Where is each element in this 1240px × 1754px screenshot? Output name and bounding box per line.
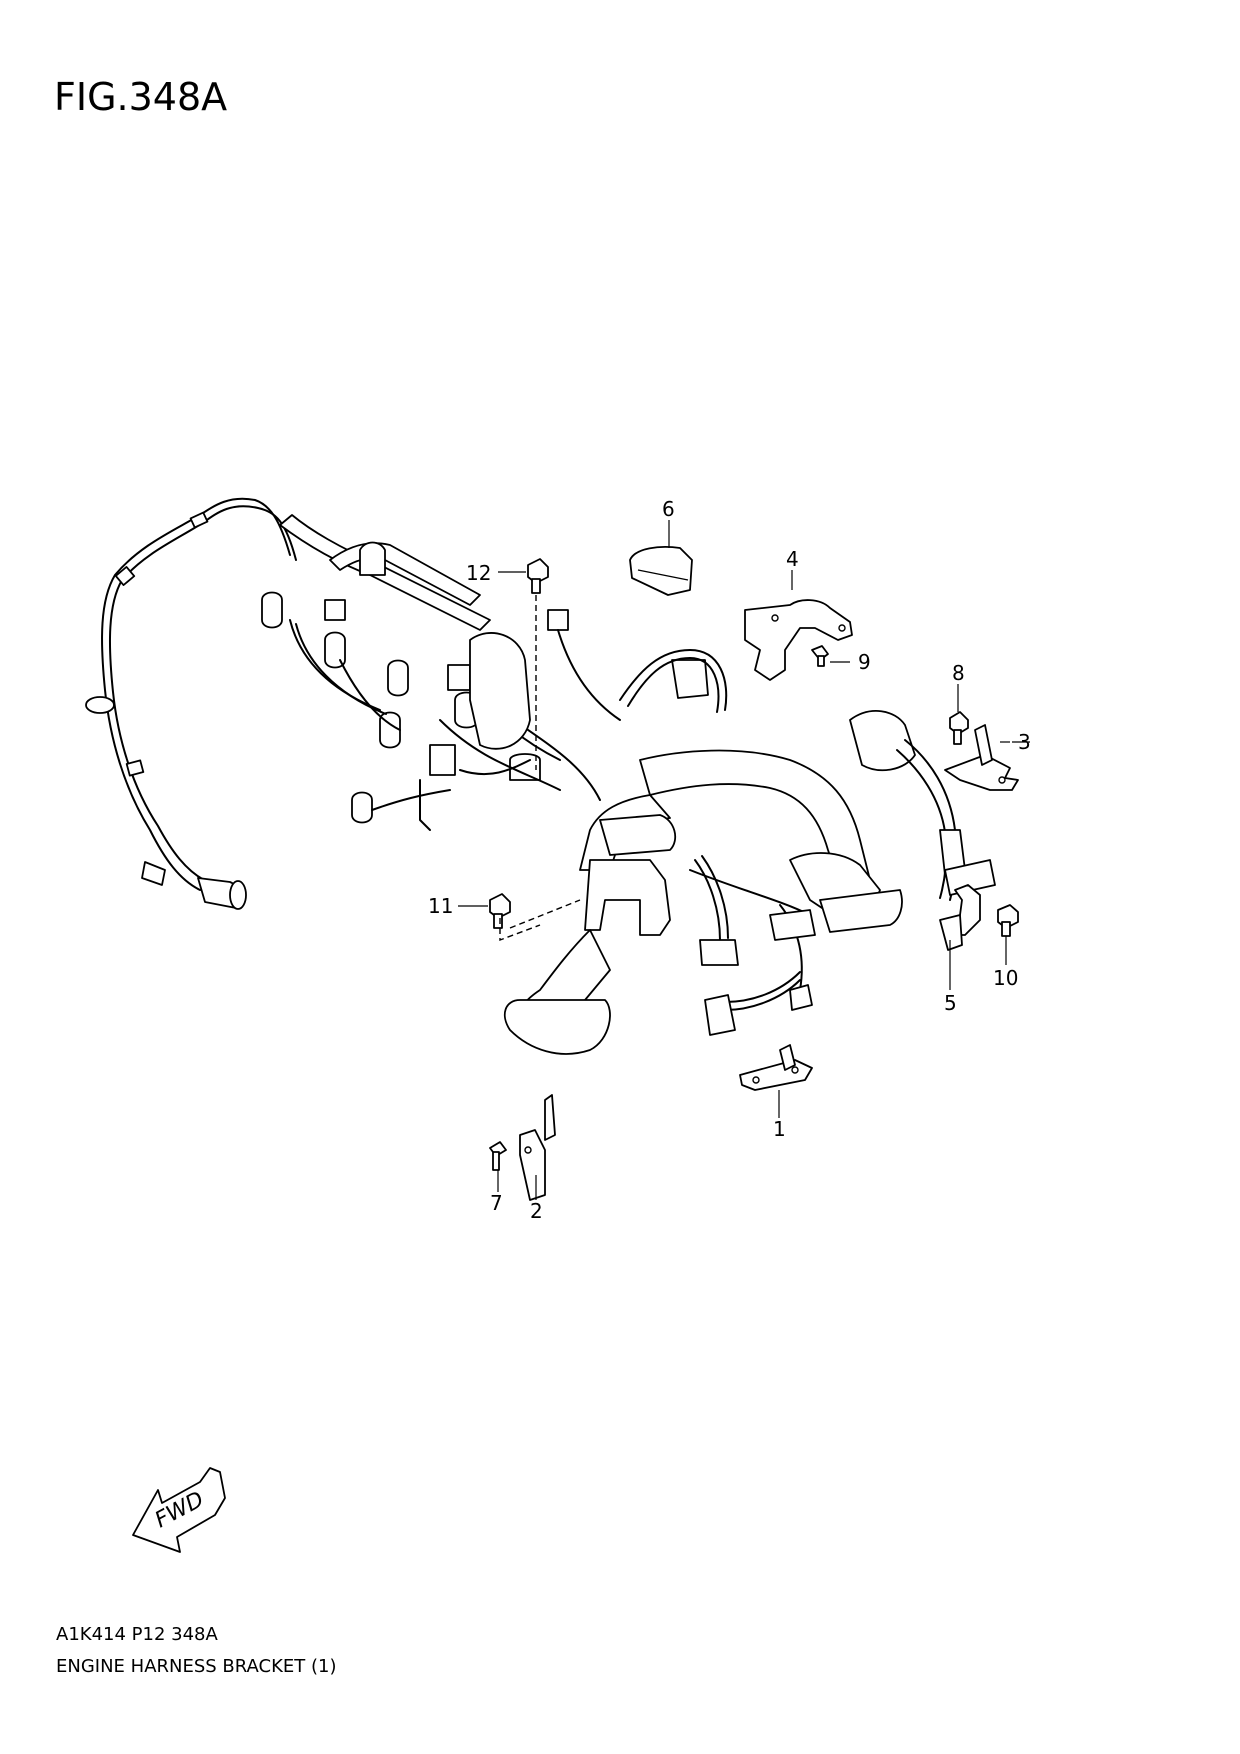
connector-icon bbox=[699, 939, 739, 966]
bracket-1 bbox=[739, 1044, 813, 1091]
bolt-8 bbox=[949, 711, 969, 745]
clip-icon bbox=[189, 511, 209, 529]
connector-icon bbox=[429, 744, 456, 776]
connector-icon bbox=[704, 994, 736, 1036]
connector-icon bbox=[671, 659, 709, 699]
sensor-cap-icon bbox=[229, 880, 247, 910]
callout-2: 2 bbox=[530, 1199, 543, 1223]
figure-code: A1K414 P12 348A bbox=[56, 1624, 218, 1645]
connector-icon bbox=[387, 659, 409, 697]
callout-11: 11 bbox=[428, 894, 453, 918]
connector-icon bbox=[324, 599, 346, 621]
figure-name: ENGINE HARNESS BRACKET (1) bbox=[56, 1656, 337, 1677]
connector-icon bbox=[509, 753, 541, 781]
bracket-2 bbox=[519, 1094, 556, 1201]
connector-icon bbox=[547, 609, 569, 631]
upper-harness-section bbox=[261, 514, 728, 831]
connector-icon bbox=[351, 791, 373, 824]
figure-title: FIG.348A bbox=[54, 75, 228, 119]
callout-4: 4 bbox=[786, 547, 799, 571]
bracket-4 bbox=[744, 599, 853, 681]
clip-icon bbox=[125, 759, 145, 777]
bolt-11 bbox=[489, 893, 511, 929]
bolt-12 bbox=[527, 558, 549, 594]
bracket-3 bbox=[944, 724, 1019, 791]
bolt-7 bbox=[489, 1141, 507, 1171]
connector-icon bbox=[261, 591, 283, 629]
connector-icon bbox=[447, 664, 471, 691]
callout-1: 1 bbox=[773, 1117, 786, 1141]
grommet-icon bbox=[85, 696, 115, 714]
callout-7: 7 bbox=[490, 1191, 503, 1215]
leader-lines bbox=[458, 520, 1030, 1200]
connector-icon bbox=[141, 861, 166, 886]
bolt-10 bbox=[997, 904, 1019, 937]
connector-icon bbox=[324, 631, 346, 669]
callout-10: 10 bbox=[993, 966, 1018, 990]
callout-3: 3 bbox=[1018, 730, 1031, 754]
main-harness-trunk bbox=[503, 710, 996, 1055]
left-harness-branch bbox=[85, 497, 297, 910]
large-connector-icon bbox=[849, 710, 916, 772]
callout-9: 9 bbox=[858, 650, 871, 674]
callout-12: 12 bbox=[466, 561, 491, 585]
cover-6 bbox=[629, 546, 693, 596]
bolt-9 bbox=[811, 645, 829, 667]
callout-5: 5 bbox=[944, 991, 957, 1015]
fwd-arrow-icon: FWD bbox=[132, 1467, 226, 1553]
bracket-5 bbox=[939, 884, 981, 951]
clip-icon bbox=[114, 566, 136, 586]
callout-6: 6 bbox=[662, 497, 675, 521]
callout-8: 8 bbox=[952, 661, 965, 685]
